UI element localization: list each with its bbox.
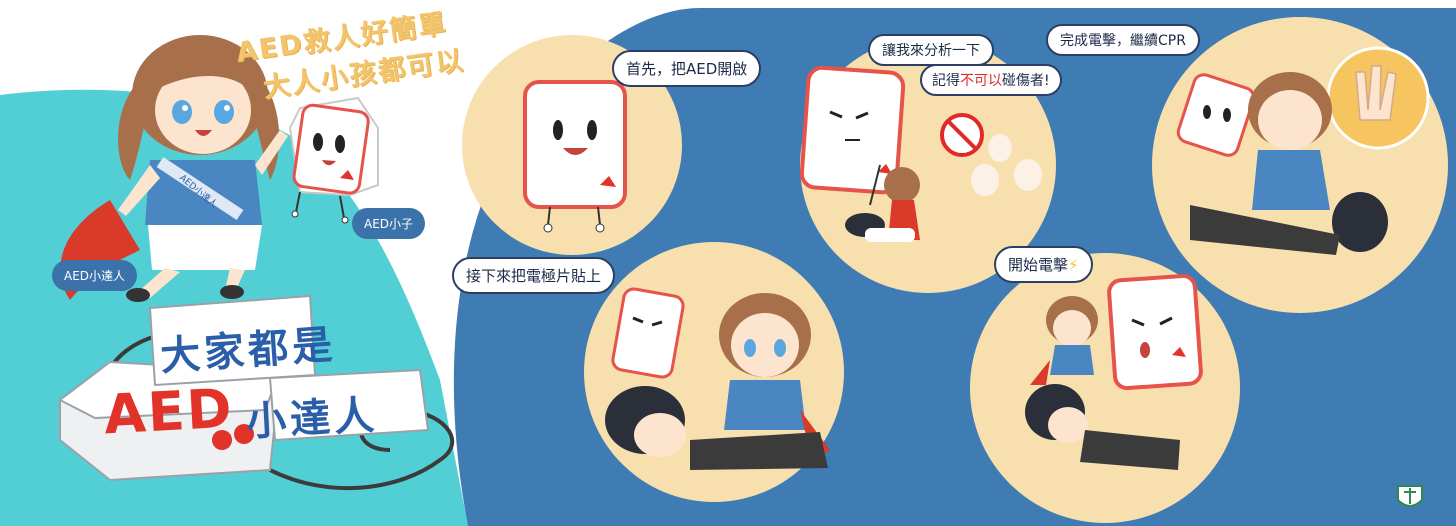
panel-2-warning-prefix: 記得 bbox=[932, 73, 960, 89]
panel-1-mascot bbox=[523, 80, 627, 233]
panel-2-warning-word: 不可以 bbox=[960, 73, 1002, 89]
panel-4-scene bbox=[605, 287, 830, 470]
box-label-top: 大家都是 bbox=[158, 321, 338, 381]
panel-4-caption: 接下來把電極片貼上 bbox=[452, 257, 616, 294]
girl-illustration bbox=[60, 35, 288, 302]
panel-circle-5 bbox=[970, 253, 1240, 523]
box-label-bottom: 小達人 bbox=[245, 392, 380, 446]
device-name-tag: AED小子 bbox=[352, 208, 426, 239]
panel-2-warning-bubble: 記得不可以碰傷者! bbox=[920, 64, 1062, 96]
aed-box-illustration bbox=[58, 294, 455, 491]
panel-2-caption: 讓我來分析一下 bbox=[868, 34, 994, 66]
panel-2-warning-suffix: 碰傷者! bbox=[1002, 73, 1050, 89]
school-emblem-icon bbox=[1397, 485, 1423, 507]
aed-logo-text: AED bbox=[102, 376, 236, 447]
lightning-icon: ⚡ bbox=[1068, 256, 1079, 274]
panel-5-scene bbox=[1025, 273, 1203, 470]
panel-2-scene bbox=[799, 65, 1042, 242]
panel-1-caption: 首先，把AED開啟 bbox=[612, 50, 762, 87]
panel-5-caption: 開始電擊⚡ bbox=[994, 246, 1093, 283]
panel-5-caption-text: 開始電擊 bbox=[1008, 256, 1069, 274]
panel-3-scene bbox=[1176, 46, 1430, 255]
panel-3-caption: 完成電擊，繼續CPR bbox=[1046, 24, 1200, 56]
girl-name-tag: AED小達人 bbox=[52, 260, 138, 291]
aed-mascot-left bbox=[288, 96, 379, 224]
